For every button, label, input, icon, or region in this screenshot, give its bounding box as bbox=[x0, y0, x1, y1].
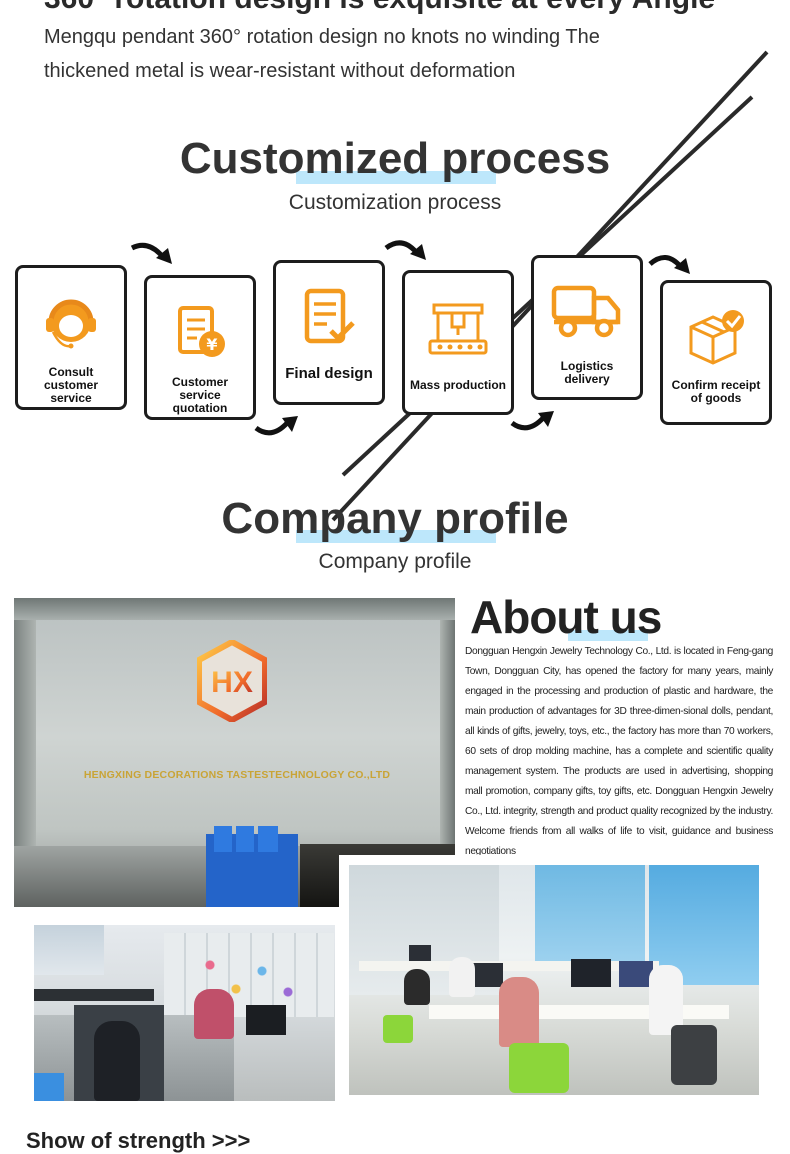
office-photo-small bbox=[34, 925, 335, 1101]
curved-arrow-icon bbox=[254, 416, 298, 436]
step-label: Mass production bbox=[409, 378, 506, 392]
quotation-document-icon: ¥ bbox=[178, 306, 225, 357]
step-label: Logistics delivery bbox=[560, 359, 614, 386]
svg-text:¥: ¥ bbox=[206, 335, 217, 354]
about-title: About us bbox=[470, 591, 662, 643]
customer-service-headset-icon bbox=[46, 299, 96, 349]
process-title: Customized process bbox=[179, 134, 611, 183]
process-step-logistics: Logistics delivery bbox=[531, 255, 643, 400]
title-highlight bbox=[296, 530, 496, 543]
process-subtitle: Customization process bbox=[288, 191, 502, 214]
process-step-mass-production: Mass production bbox=[402, 270, 514, 415]
curved-arrow-icon bbox=[384, 240, 426, 260]
step-label: Final design bbox=[285, 365, 373, 382]
step-label: Confirm receipt of goods bbox=[671, 378, 761, 405]
process-step-confirm-receipt: Confirm receipt of goods bbox=[660, 280, 772, 425]
about-body: Dongguan Hengxin Jewelry Technology Co.,… bbox=[465, 646, 773, 857]
step-label: Consult customer service bbox=[43, 365, 99, 405]
curved-arrow-icon bbox=[130, 242, 172, 264]
curved-arrow-icon bbox=[510, 411, 554, 431]
production-machine-icon bbox=[428, 303, 488, 355]
feature-description: Mengqu pendant 360° rotation design no k… bbox=[44, 26, 600, 82]
feature-heading: 360° rotation design is exquisite at eve… bbox=[44, 0, 715, 16]
process-step-final-design: Final design bbox=[273, 260, 385, 405]
curved-arrow-icon bbox=[648, 255, 690, 274]
logo-text: HX bbox=[211, 666, 253, 699]
company-logo: HX bbox=[197, 640, 267, 722]
delivery-truck-icon bbox=[551, 285, 621, 338]
office-photo-large bbox=[349, 865, 759, 1095]
title-highlight bbox=[296, 171, 496, 184]
company-title: Company profile bbox=[221, 494, 569, 543]
show-of-strength-heading: Show of strength >>> bbox=[26, 1128, 251, 1153]
design-document-check-icon bbox=[304, 288, 355, 344]
package-check-icon bbox=[689, 310, 744, 365]
process-step-consult: Consult customer service bbox=[15, 265, 127, 410]
step-label: Customer service quotation bbox=[171, 375, 228, 415]
title-highlight bbox=[568, 630, 648, 641]
company-subtitle: Company profile bbox=[318, 550, 472, 573]
company-sign: HENGXING DECORATIONS TASTESTECHNOLOGY CO… bbox=[83, 769, 391, 781]
process-step-quotation: ¥ Customer service quotation bbox=[144, 275, 256, 420]
